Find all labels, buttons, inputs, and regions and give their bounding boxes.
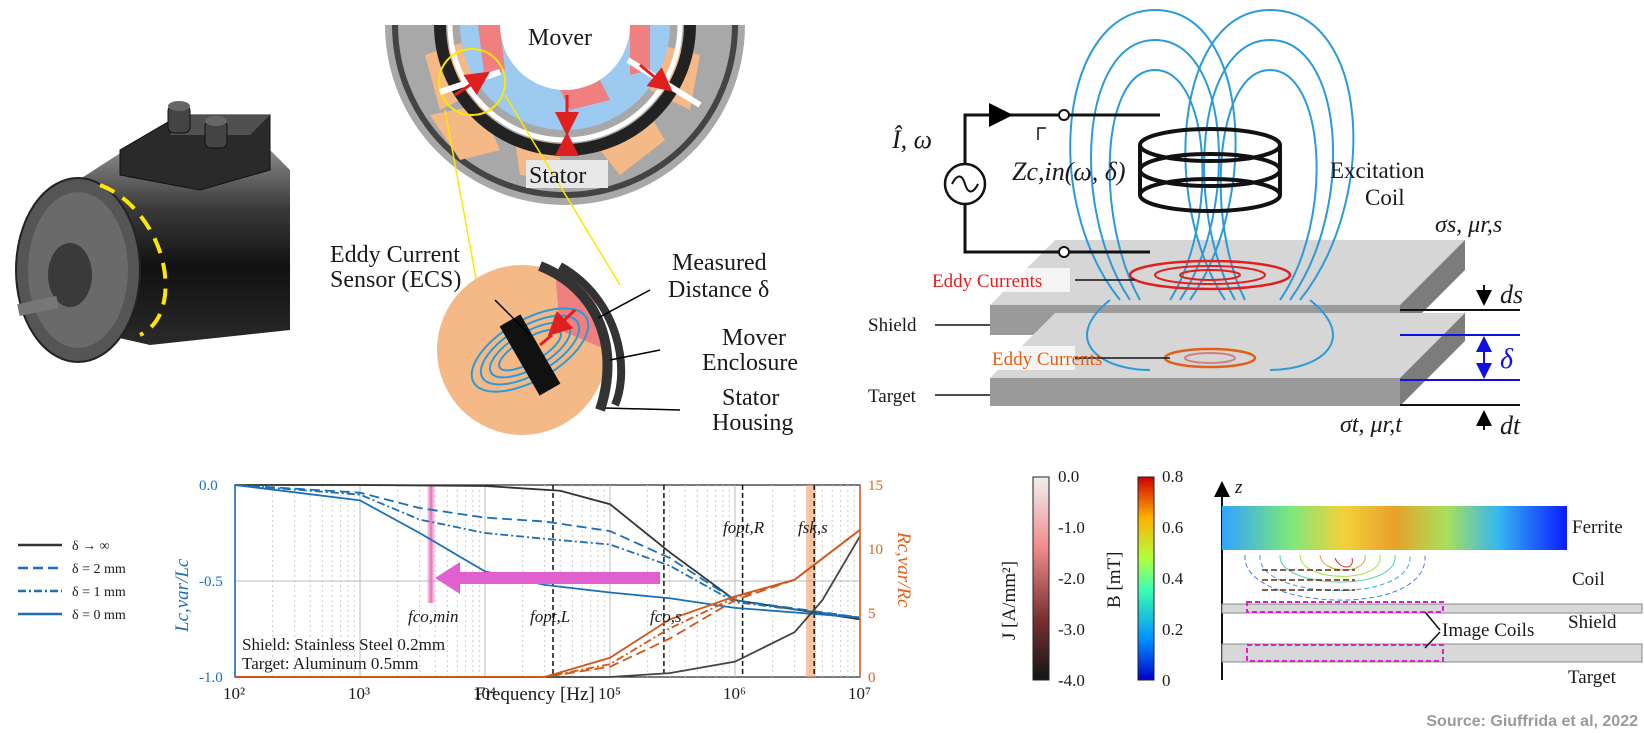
target-label: Target <box>1568 667 1617 688</box>
plot-ticks: 10² 10³ 10⁴ 10⁵ 10⁶ 10⁷ 0.0 -0.5 -1.0 15 10 5 0 <box>199 478 883 703</box>
shift-arrow-head <box>435 562 460 594</box>
shield-material-label: σs, μr,s <box>1435 212 1502 238</box>
x-axis-label: Frequency [Hz] <box>475 684 595 705</box>
ferrite-block <box>1222 506 1567 550</box>
field-simulation <box>1032 476 1643 681</box>
y-right-tick-label: 15 <box>868 478 883 494</box>
annotation-fopt-l: fopt,L <box>530 607 570 626</box>
shield-thickness-label: ds <box>1500 280 1523 309</box>
image-coil-target-box <box>1246 644 1444 662</box>
x-tick-label: 10⁶ <box>723 684 746 703</box>
shield-label: Shield <box>1568 612 1617 633</box>
plot-legend <box>18 543 62 616</box>
y-right-tick-label: 5 <box>868 606 876 622</box>
j-colorbar-label: J [A/mm²] <box>999 561 1020 640</box>
coil-label: Coil <box>1572 569 1605 590</box>
b-tick-1: 0.6 <box>1162 518 1183 537</box>
series-left-2 <box>234 484 861 619</box>
x-tick-label: 10⁵ <box>598 684 621 703</box>
mover-enclosure-line1: Mover <box>722 325 786 351</box>
j-colorbar <box>1032 476 1050 681</box>
impedance-label: Zc,in(ω, δ) <box>1012 157 1125 186</box>
motor-cross-section <box>385 24 745 301</box>
plot-grid <box>235 485 861 677</box>
gap-distance-label: δ <box>1500 344 1514 375</box>
z-axis-label: z <box>1234 477 1243 498</box>
sensor-zoom-view <box>437 261 681 435</box>
shift-arrow-shaft <box>455 572 660 584</box>
ferrite-label: Ferrite <box>1572 517 1623 538</box>
j-tick-1: -1.0 <box>1058 518 1085 537</box>
series-left-1 <box>234 484 861 619</box>
legend-item-1mm: δ = 1 mm <box>72 585 126 600</box>
b-tick-2: 0.4 <box>1162 569 1184 588</box>
target-plate-label: Target <box>868 386 917 407</box>
x-tick-label: 10⁴ <box>473 684 496 703</box>
y-left-tick-label: -1.0 <box>199 670 223 686</box>
b-colorbar-label: B [mT] <box>1104 552 1125 608</box>
b-tick-3: 0.2 <box>1162 620 1183 639</box>
y-left-tick-label: 0.0 <box>199 478 218 494</box>
j-tick-4: -4.0 <box>1058 671 1085 690</box>
target-spec-text: Target: Aluminum 0.5mm <box>242 654 419 673</box>
measured-distance-line1: Measured <box>672 250 767 276</box>
b-tick-4: 0 <box>1162 671 1171 690</box>
ecs-label-line1: Eddy Current <box>330 242 460 268</box>
image-coil-shield-box <box>1246 601 1444 613</box>
b-colorbar <box>1137 476 1155 681</box>
image-coils-label: Image Coils <box>1442 620 1534 641</box>
y-left-axis-label: Lc,var/Lc <box>172 558 193 633</box>
eddy-currents-shield-label: Eddy Currents <box>932 271 1042 292</box>
mover-enclosure-line2: Enclosure <box>702 350 798 376</box>
plot-series <box>234 484 861 678</box>
source-label: Î, ω <box>891 125 932 154</box>
source-credit: Source: Giuffrida et al, 2022 <box>1426 713 1638 730</box>
fco-min-marker-band <box>427 485 435 603</box>
series-left-0 <box>235 484 861 621</box>
x-tick-label: 10⁷ <box>848 684 871 703</box>
frequency-response-chart: 10² 10³ 10⁴ 10⁵ 10⁶ 10⁷ 0.0 -0.5 -1.0 15 10 5 0 <box>199 478 883 703</box>
excitation-coil-line2: Coil <box>1365 185 1405 210</box>
b-tick-0: 0.8 <box>1162 467 1183 486</box>
legend-item-0mm: δ = 0 mm <box>72 608 126 623</box>
shield-spec-text: Shield: Stainless Steel 0.2mm <box>242 635 445 654</box>
annotation-fco-min: fco,min <box>408 607 459 626</box>
stator-housing-line1: Stator <box>722 385 779 411</box>
motor-illustration <box>15 101 290 363</box>
j-tick-3: -3.0 <box>1058 620 1085 639</box>
target-layer <box>1221 643 1643 663</box>
ecs-label-line2: Sensor (ECS) <box>330 267 461 293</box>
excitation-coil-line1: Excitation <box>1330 158 1425 183</box>
stator-housing-line2: Housing <box>712 410 793 436</box>
y-right-tick-label: 0 <box>868 670 876 686</box>
legend-item-inf: δ → ∞ <box>72 539 110 554</box>
target-thickness-label: dt <box>1500 411 1521 440</box>
series-right-4 <box>235 535 861 678</box>
eddy-currents-target-label: Eddy Currents <box>992 349 1102 370</box>
x-tick-label: 10² <box>223 684 245 703</box>
y-left-tick-label: -0.5 <box>199 574 223 590</box>
y-right-tick-label: 10 <box>868 542 883 558</box>
y-right-axis-label: Rc,var/Rc <box>893 531 914 608</box>
annotation-fopt-r: fopt,R <box>723 518 765 537</box>
coil-circuit-diagram <box>930 8 1520 430</box>
shield-plate-label: Shield <box>868 315 917 336</box>
series-right-7 <box>235 529 861 678</box>
j-tick-0: 0.0 <box>1058 467 1079 486</box>
j-tick-2: -2.0 <box>1058 569 1085 588</box>
stator-label: Stator <box>529 163 586 189</box>
fsk-s-marker-band <box>806 485 816 677</box>
target-material-label: σt, μr,t <box>1340 412 1403 438</box>
measured-distance-line2: Distance δ <box>668 277 769 303</box>
annotation-fsk-s: fsk,s <box>798 518 828 537</box>
mover-label: Mover <box>528 25 592 51</box>
x-tick-label: 10³ <box>348 684 370 703</box>
annotation-fco-s: fco,s <box>650 607 682 626</box>
legend-item-2mm: δ = 2 mm <box>72 562 126 577</box>
